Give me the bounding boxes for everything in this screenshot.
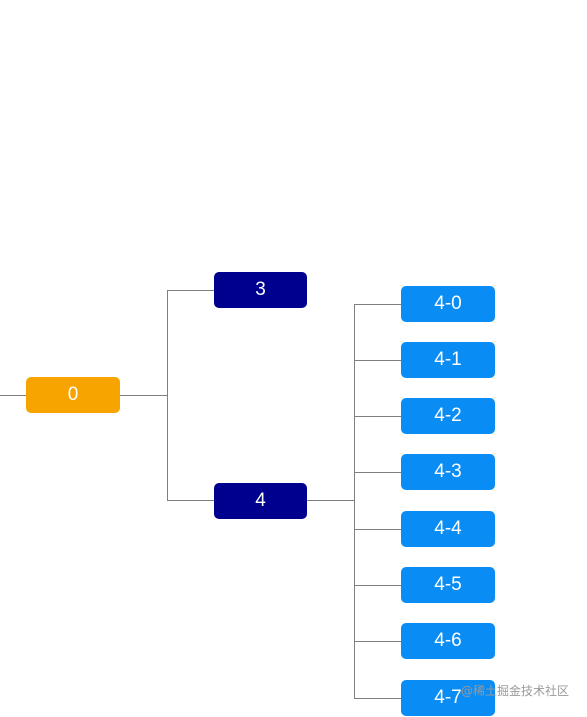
node-4-7[interactable]: 4-7 <box>401 680 495 716</box>
node-4-3[interactable]: 4-3 <box>401 454 495 490</box>
node-4-0[interactable]: 4-0 <box>401 286 495 322</box>
node-4-5[interactable]: 4-5 <box>401 567 495 603</box>
node-0[interactable]: 0 <box>26 377 120 413</box>
node-4-2[interactable]: 4-2 <box>401 398 495 434</box>
watermark: @稀土掘金技术社区 <box>460 684 569 698</box>
node-4[interactable]: 4 <box>214 483 307 519</box>
node-4-4[interactable]: 4-4 <box>401 511 495 547</box>
node-3[interactable]: 3 <box>214 272 307 308</box>
node-4-1[interactable]: 4-1 <box>401 342 495 378</box>
node-4-6[interactable]: 4-6 <box>401 623 495 659</box>
